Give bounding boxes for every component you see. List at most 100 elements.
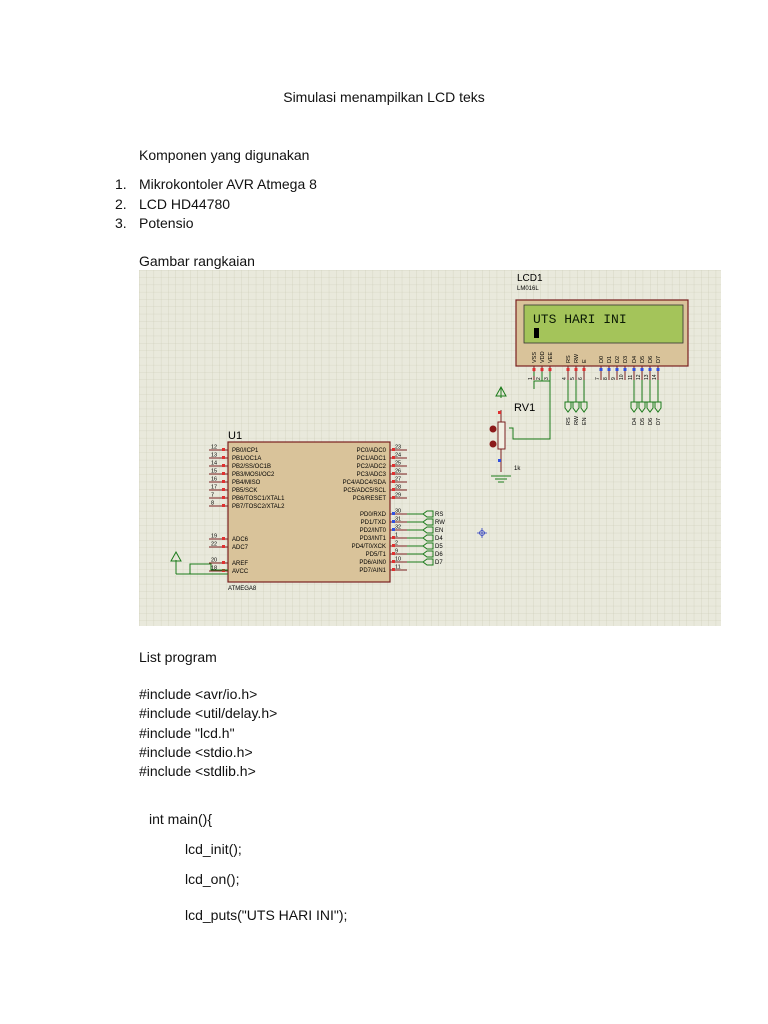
mcu-pin-number: 1 — [395, 533, 398, 539]
mcu-pin-number: 18 — [211, 566, 217, 572]
lcd-pin-number: 12 — [636, 374, 642, 380]
list-item: LCD HD44780 — [139, 196, 231, 212]
pin-state-marker — [599, 368, 603, 371]
pin-state-marker — [222, 488, 225, 491]
code-line: #include <avr/io.h> — [139, 686, 258, 702]
mcu-pin-label: AREF — [232, 561, 248, 567]
lcd-module: LCD1 LM016L UTS HARI INI VSS1VDD2VEE3RS4… — [515, 273, 689, 380]
mcu-pin-number: 20 — [211, 558, 217, 564]
mcu-pin-label: PB6/TOSC1/XTAL1 — [232, 496, 285, 502]
pin-state-marker — [615, 368, 619, 371]
net-label: D4 — [435, 536, 443, 542]
mcu-pin-number: 26 — [395, 469, 401, 475]
mcu-pin-label: PB7/TOSC2/XTAL2 — [232, 504, 285, 510]
pin-state-marker — [392, 496, 395, 499]
net-label: D6 — [648, 418, 654, 425]
net-label: D7 — [656, 418, 662, 425]
mcu-pin-label: PD1/TXD — [361, 520, 387, 526]
lcd-pin-label: D1 — [607, 356, 613, 363]
lcd-pin-number: 1 — [528, 377, 534, 380]
net-port-icon — [422, 510, 434, 518]
pot-node-icon — [489, 440, 497, 448]
mcu-pin-label: PB1/OC1A — [232, 456, 261, 462]
list-item-number: 2. — [115, 196, 127, 212]
mcu-pin-label: ADC6 — [232, 537, 249, 543]
net-label: EN — [435, 528, 443, 534]
pin-state-marker — [392, 568, 395, 571]
net-port-icon — [422, 526, 434, 534]
code-line: #include <stdio.h> — [139, 744, 253, 760]
mcu-pin-label: PC1/ADC1 — [357, 456, 387, 462]
pin-state-marker — [222, 448, 225, 451]
pin-state-marker — [222, 504, 225, 507]
lcd-pin-number: 2 — [536, 377, 542, 380]
mcu-pin-label: PC4/ADC4/SDA — [343, 480, 386, 486]
pin-state-marker — [632, 368, 636, 371]
mcu-atmega8: U1 ATMEGA8 12PB0/ICP113PB1/OC1A14PB2/SS/… — [209, 430, 407, 592]
mcu-pin-number: 28 — [395, 485, 401, 491]
pin-state-marker — [648, 368, 652, 371]
mcu-pin-number: 29 — [395, 493, 401, 499]
mcu-pin-label: PD7/AIN1 — [359, 568, 386, 574]
pin-state-marker — [548, 368, 552, 371]
lcd-pin-number: 5 — [570, 377, 576, 380]
pin-state-marker — [222, 561, 225, 564]
mcu-pin-number: 16 — [211, 477, 217, 483]
mcu-pin-number: 11 — [395, 565, 401, 571]
wire-pot-wiper — [509, 381, 551, 440]
pin-state-marker — [222, 472, 225, 475]
potentiometer: RV1 1k — [489, 385, 535, 483]
pin-state-marker — [392, 520, 395, 523]
mcu-pin-label: PD5/T1 — [366, 552, 387, 558]
pin-state-marker — [607, 368, 611, 371]
avcc-power — [170, 550, 228, 575]
pin-state-marker — [392, 544, 395, 547]
mcu-pin-number: 30 — [395, 509, 401, 515]
lcd-screen — [523, 304, 684, 344]
pot-node-icon — [489, 425, 497, 433]
pin-state-marker — [392, 536, 395, 539]
net-label: D4 — [632, 418, 638, 425]
mcu-pin-number: 7 — [211, 493, 214, 499]
pin-state-marker — [392, 488, 395, 491]
mcu-pin-number: 25 — [395, 461, 401, 467]
program-heading: List program — [139, 649, 217, 665]
mcu-pin-label: PB2/SS/OC1B — [232, 464, 271, 470]
pin-state-marker — [222, 545, 225, 548]
list-item: Potensio — [139, 215, 194, 231]
net-label: D6 — [435, 552, 443, 558]
lcd-pin-number: 7 — [595, 377, 601, 380]
pot-name: RV1 — [514, 402, 535, 414]
lcd-pin-label: D6 — [648, 356, 654, 363]
lcd-pin-number: 4 — [562, 377, 568, 380]
net-port-icon — [580, 401, 588, 413]
net-label: D5 — [435, 544, 443, 550]
lcd-pin-label: D0 — [599, 356, 605, 363]
code-line: #include "lcd.h" — [139, 725, 235, 741]
net-port-icon — [422, 550, 434, 558]
pot-body — [497, 421, 506, 450]
ground-icon — [491, 475, 511, 483]
net-port-icon — [654, 401, 662, 413]
lcd-pin-number: 3 — [544, 377, 550, 380]
code-line: lcd_on(); — [185, 871, 240, 887]
pin-state-marker — [392, 464, 395, 467]
mcu-pin-number: 13 — [211, 453, 217, 459]
power-arrow-icon — [495, 385, 507, 397]
pin-state-marker — [656, 368, 660, 371]
mcu-pin-label: ADC7 — [232, 545, 249, 551]
code-line: lcd_init(); — [185, 841, 242, 857]
mcu-body — [227, 441, 391, 583]
pin-state-marker — [392, 472, 395, 475]
net-port-icon — [422, 558, 434, 566]
mcu-pin-label: PC2/ADC2 — [357, 464, 387, 470]
pin-state-marker — [222, 480, 225, 483]
pin-state-marker — [623, 368, 627, 371]
lcd-pin-label: VSS — [532, 352, 538, 363]
mcu-pin-label: PD4/T0/XCK — [352, 544, 386, 550]
list-item-number: 3. — [115, 215, 127, 231]
net-label: RW — [574, 415, 580, 425]
mcu-pin-label: PC5/ADC5/SCL — [343, 488, 386, 494]
lcd-pin-label: RS — [566, 355, 572, 363]
net-port-icon — [422, 542, 434, 550]
